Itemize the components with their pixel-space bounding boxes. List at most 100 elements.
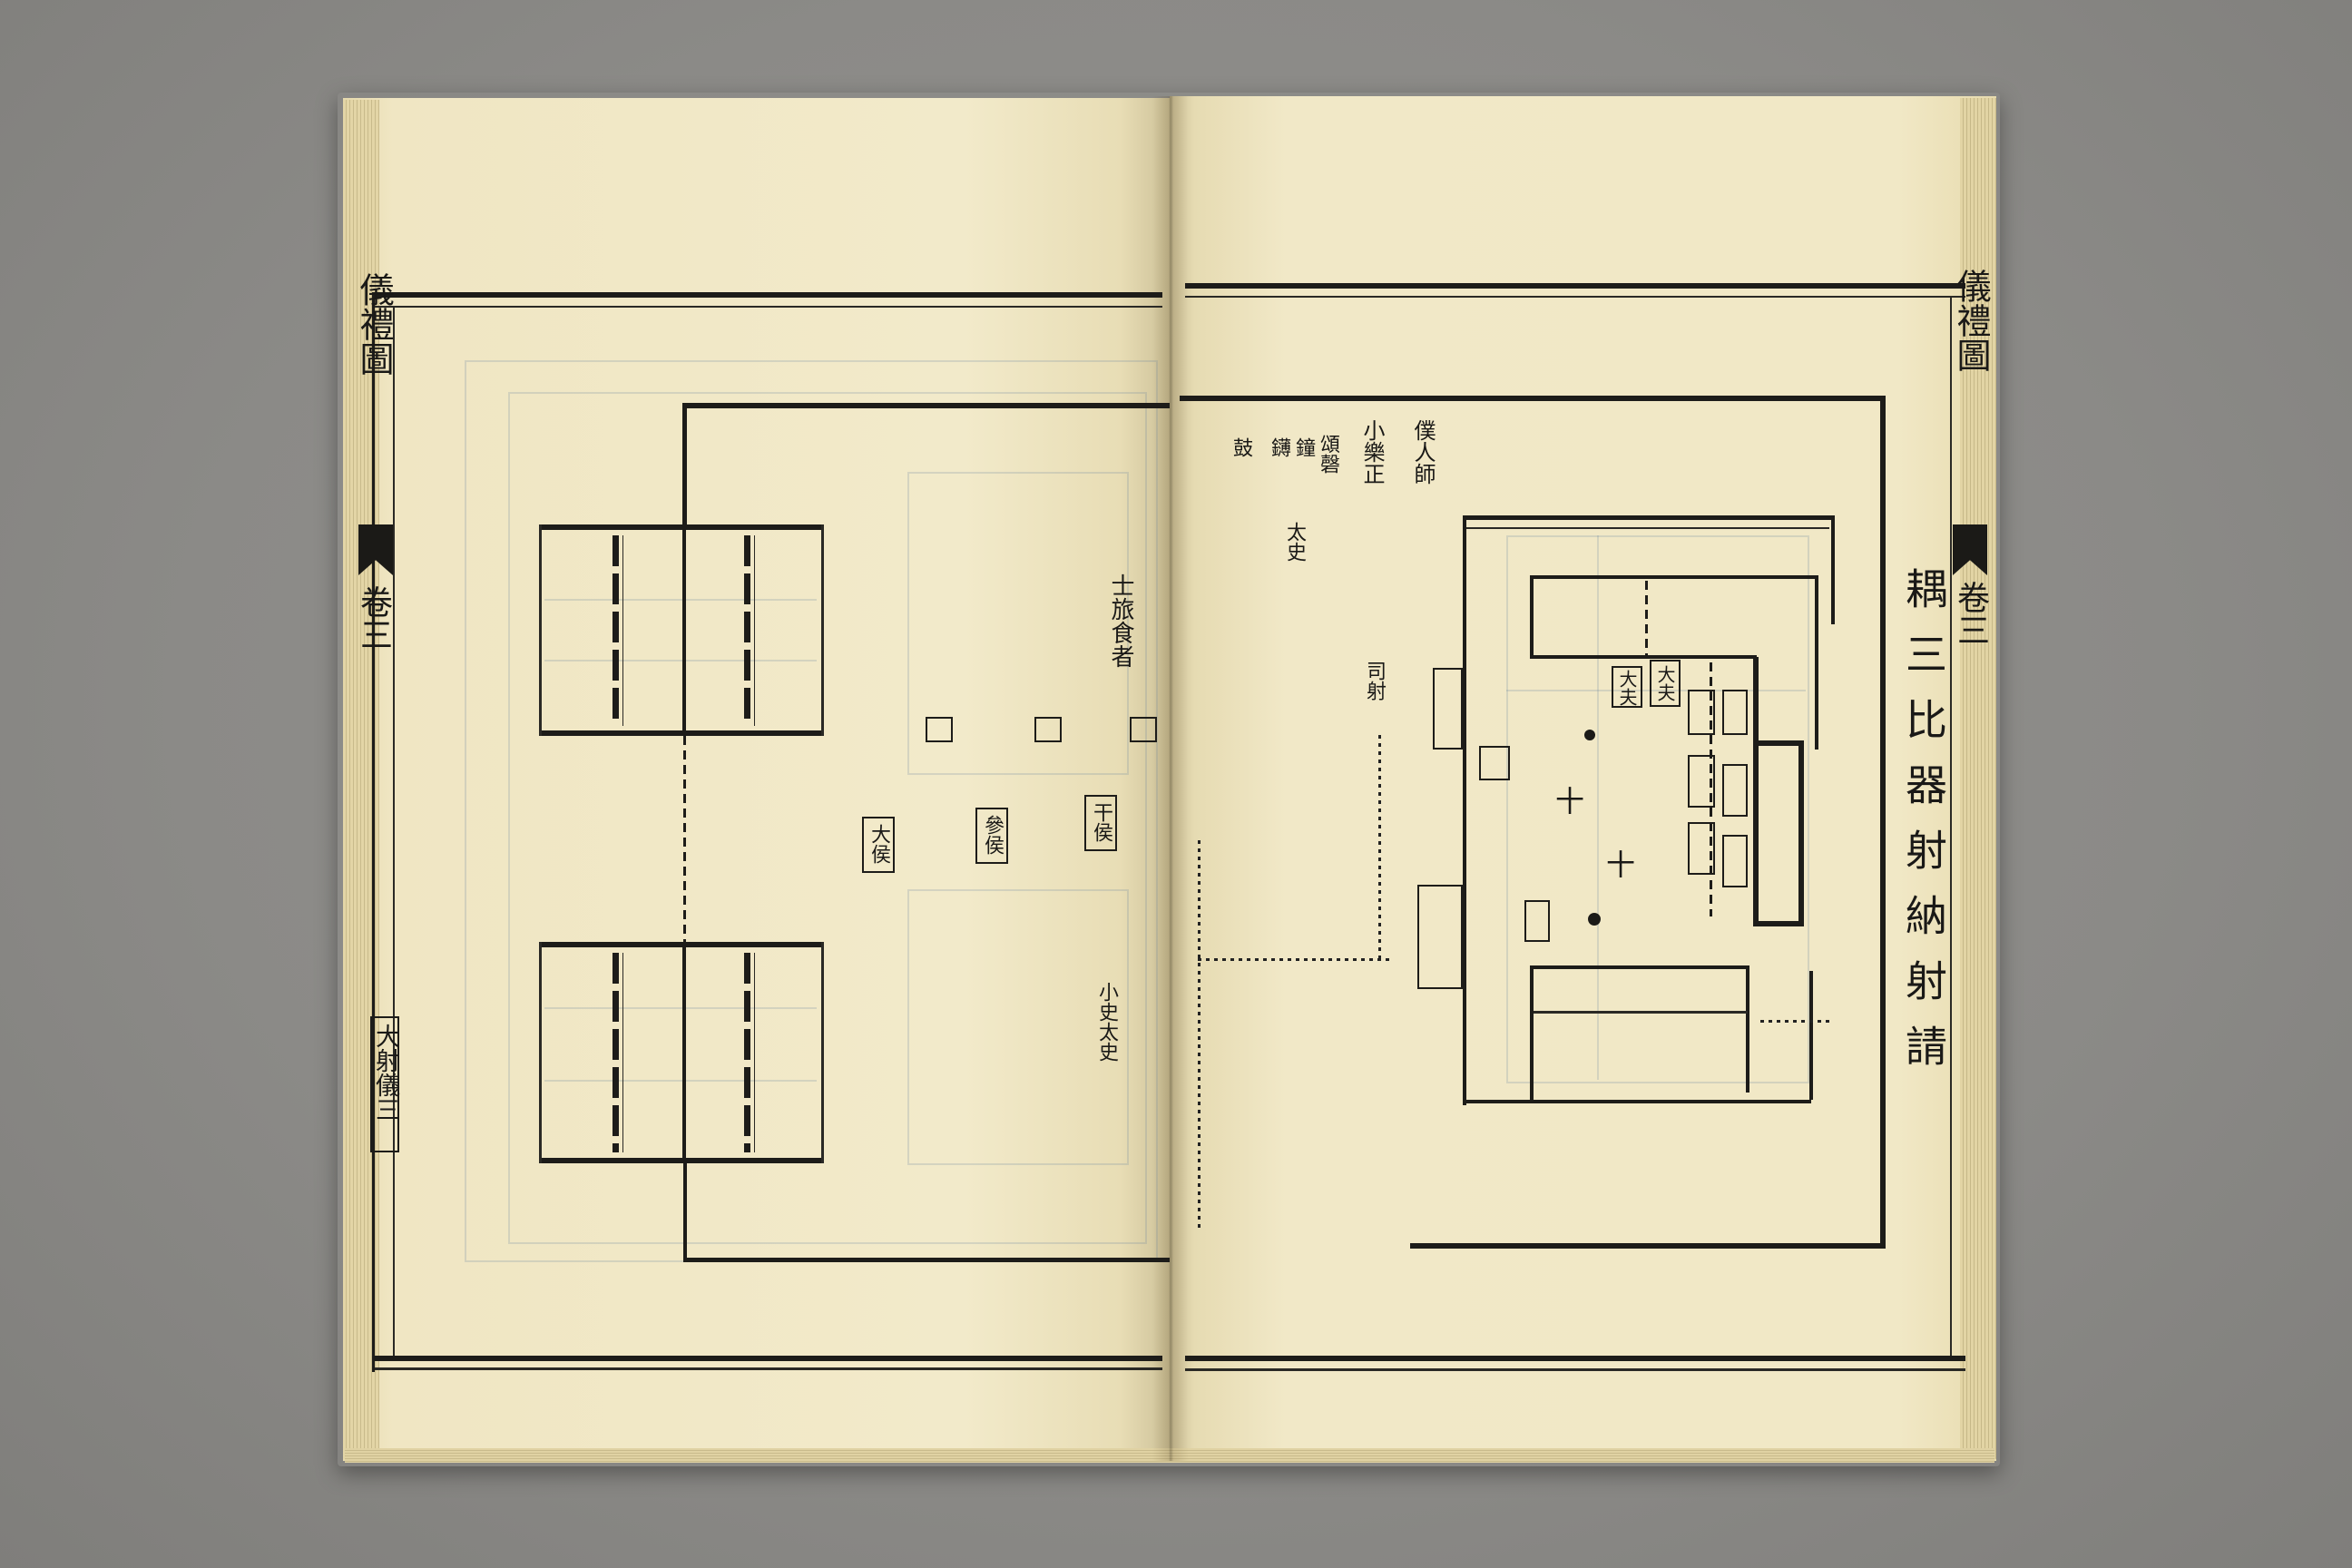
east-chamber-wall	[1753, 740, 1804, 746]
upper-structure-bottom	[539, 730, 824, 736]
hall-top-inner	[1466, 527, 1829, 529]
left-page	[343, 98, 1170, 1461]
hall-west-wall	[1463, 515, 1466, 1105]
east-chamber-wall	[1798, 742, 1804, 924]
upper-structure-right	[821, 524, 824, 736]
upper-structure-middle	[682, 524, 686, 736]
show-through-frame	[1506, 535, 1809, 1083]
label-song-qing: 頌磬	[1317, 434, 1339, 474]
hall-lower-line	[1530, 965, 1748, 969]
right-margin-title: 儀禮圖	[1951, 269, 1991, 372]
left-frame-bottom	[375, 1356, 1162, 1361]
label-shi-lu-shi-zhe: 士旅食者	[1107, 573, 1134, 668]
hall-lower-line	[1746, 965, 1749, 1093]
lower-structure-middle	[682, 942, 686, 1163]
right-page	[1170, 96, 1996, 1461]
hall-lower-line	[1530, 1011, 1748, 1014]
show-through-frame	[907, 472, 1129, 775]
right-frame-bottom-inner	[1185, 1368, 1965, 1371]
label-xiao-yue-zheng: 小樂正	[1359, 419, 1385, 485]
small-marker-box	[1479, 746, 1510, 780]
small-marker-box	[926, 717, 953, 742]
cross-mark: 十	[1602, 849, 1636, 878]
label-da-fu: 大夫	[1654, 665, 1676, 701]
lower-structure-rule	[622, 953, 623, 1152]
seat-box	[1722, 764, 1748, 817]
west-step	[1417, 885, 1463, 989]
left-diagram-connector	[683, 736, 686, 943]
right-frame-top	[1185, 283, 1965, 289]
right-margin-rule	[1950, 296, 1952, 1357]
small-marker-box	[1034, 717, 1062, 742]
dotted-path	[1198, 840, 1200, 1230]
upper-structure-rule	[622, 535, 623, 726]
upper-structure-top	[539, 524, 824, 530]
hall-dotted-line	[1760, 1020, 1833, 1023]
target-can-hou: 參侯	[975, 808, 1008, 864]
da-fu-box: 大夫	[1612, 666, 1642, 708]
show-through-line	[1597, 535, 1599, 1080]
upper-structure-rule	[754, 535, 755, 726]
label-gan-hou: 干侯	[1090, 802, 1112, 842]
lower-structure-top	[539, 942, 824, 947]
seat-box	[1524, 900, 1550, 942]
right-volume-label: 卷三	[1952, 581, 1989, 646]
hall-dashed-line	[1645, 581, 1648, 657]
right-frame-bottom	[1185, 1356, 1965, 1361]
show-through-line	[544, 1007, 817, 1009]
left-frame-top	[375, 292, 1162, 298]
court-right-wall	[1880, 396, 1886, 1247]
hall-dashed-line	[1710, 662, 1712, 916]
seat-box	[1722, 835, 1748, 887]
label-gu: 鼓	[1230, 437, 1252, 457]
hall-east-inner-wall	[1815, 577, 1818, 750]
show-through-line	[1506, 690, 1806, 691]
seat-box	[1688, 755, 1715, 808]
east-chamber-wall	[1753, 921, 1804, 926]
east-chamber-wall	[1753, 657, 1759, 925]
lower-structure-left	[539, 942, 542, 1163]
left-diagram-wall	[682, 403, 687, 527]
label-bo: 鑮	[1268, 437, 1290, 457]
seat-box	[1688, 690, 1715, 735]
bottom-page-edges	[345, 1448, 1994, 1463]
left-frame-bottom-inner	[375, 1367, 1162, 1370]
hall-bottom	[1463, 1100, 1811, 1103]
cross-mark: 十	[1551, 786, 1585, 815]
label-shi-wei: 小史太史	[1095, 982, 1118, 1062]
label-zhong: 鐘	[1292, 437, 1315, 457]
seat-box	[1722, 690, 1748, 735]
lower-structure-rule	[754, 953, 755, 1152]
label-da-hou: 大侯	[867, 824, 890, 864]
lower-structure-right	[821, 942, 824, 1163]
label-si-she: 司射	[1363, 661, 1386, 701]
left-frame-top-inner	[375, 306, 1162, 308]
dotted-path	[1198, 958, 1393, 961]
lower-structure-post	[744, 953, 750, 1152]
court-top-wall	[1180, 396, 1886, 401]
left-diagram-wall	[683, 1163, 687, 1261]
show-through-line	[544, 1080, 817, 1082]
west-step	[1433, 668, 1463, 750]
label-da-fu: 大夫	[1616, 670, 1638, 706]
upper-structure-left	[539, 524, 542, 736]
label-pu-ren-shi: 僕人師	[1410, 419, 1436, 485]
book-gutter	[1152, 96, 1189, 1461]
chapter-label: 大射儀三	[371, 1024, 399, 1122]
upper-structure-post	[744, 535, 750, 726]
show-through-frame	[508, 392, 1147, 1244]
hall-east-wall	[1831, 515, 1835, 624]
small-marker-box	[1130, 717, 1157, 742]
hall-inner-line	[1530, 655, 1757, 659]
da-fu-box: 大夫	[1650, 660, 1681, 707]
diagram-title: 耦三比器射納射請	[1899, 567, 1948, 1090]
dotted-path	[1378, 735, 1381, 962]
show-through-frame	[907, 889, 1129, 1165]
left-volume-label: 卷三	[355, 585, 392, 651]
right-page-edges	[1960, 98, 1996, 1459]
target-da-hou: 大侯	[862, 817, 895, 873]
label-can-hou: 參侯	[981, 815, 1004, 855]
position-dot	[1588, 913, 1601, 926]
chapter-label-box: 大射儀三	[370, 1016, 399, 1152]
